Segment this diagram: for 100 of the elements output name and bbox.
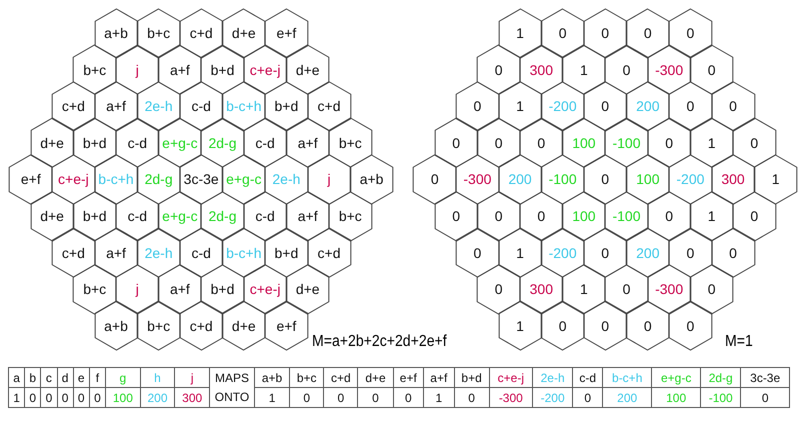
table-cell: 0	[454, 388, 490, 408]
cell-value: j	[327, 171, 331, 188]
hex-cell	[456, 82, 499, 131]
cell-value: d+e	[296, 62, 320, 78]
table-cell: 1	[424, 388, 454, 408]
hex-cell	[180, 154, 223, 204]
hex-cell	[562, 45, 606, 94]
hex-cell	[434, 192, 478, 240]
hex-cell	[350, 154, 394, 204]
table-cell: 0	[24, 388, 41, 408]
cell-value: 0	[686, 318, 694, 334]
hex-cell	[137, 82, 180, 131]
cell-value: 0	[537, 208, 546, 224]
hex-cell	[605, 264, 648, 314]
cell-value: -200	[548, 244, 577, 261]
hex-cell	[180, 228, 223, 278]
hex-cell	[498, 8, 542, 58]
cell-value: d+e	[40, 134, 64, 151]
hex-cell	[456, 154, 499, 204]
cell-value: c+d	[62, 98, 85, 114]
cell-value: e+f	[20, 171, 41, 188]
hex-cell	[264, 82, 308, 131]
cell-value: 0	[494, 208, 503, 224]
hex-cell	[520, 192, 563, 240]
hex-cell	[712, 154, 754, 204]
table-cell: a+b	[254, 368, 290, 388]
hex-cell	[201, 192, 244, 240]
hex-cell	[584, 8, 627, 58]
table-cell: h	[140, 368, 175, 388]
cell-value: e+f	[276, 318, 296, 334]
cell-value: c+d	[318, 98, 340, 114]
hex-cell	[648, 192, 691, 240]
hex-cell	[308, 228, 350, 278]
cell-value: a+b	[104, 25, 128, 41]
cell-value: c-d	[128, 208, 148, 224]
cell-value: 0	[474, 244, 482, 261]
hex-cell	[626, 154, 670, 204]
hex-cell	[73, 118, 116, 168]
hex-cell	[690, 45, 734, 94]
cell-value: c+d	[62, 244, 85, 261]
cell-value: 0	[601, 318, 610, 334]
hex-cell	[244, 192, 287, 240]
cell-value: 0	[644, 25, 652, 41]
hex-cell	[286, 45, 330, 94]
hex-cell	[94, 8, 138, 58]
hex-cell	[94, 228, 138, 278]
hex-cell	[116, 192, 159, 240]
cell-value: a+f	[170, 62, 190, 78]
table-cell: 1	[254, 388, 290, 408]
hex-cell	[648, 45, 691, 94]
hex-cell	[541, 301, 584, 350]
table-cell: 0	[740, 388, 790, 408]
hex-cell	[264, 228, 308, 278]
table-cell: 0	[324, 388, 358, 408]
cell-value: 0	[686, 98, 694, 114]
table-cell: 0	[393, 388, 424, 408]
hex-cell	[264, 154, 308, 204]
cell-value: 200	[636, 244, 660, 261]
cell-value: 0	[665, 134, 673, 151]
cell-value: 300	[530, 281, 553, 298]
cell-value: c-d	[128, 134, 148, 151]
hex-cell	[477, 45, 520, 94]
cell-value: 0	[622, 62, 630, 78]
hex-cell	[605, 192, 648, 240]
cell-value: b+d	[82, 208, 107, 224]
cell-value: c-d	[191, 244, 211, 261]
hex-cell	[94, 82, 138, 131]
table-cell: MAPS ONTO	[210, 368, 254, 408]
hex-cell	[520, 45, 563, 94]
cell-value: b+c	[338, 134, 362, 151]
cell-value: 200	[508, 171, 532, 188]
cell-value: 0	[494, 62, 503, 78]
table-cell: 200	[140, 388, 175, 408]
cell-value: 0	[729, 244, 737, 261]
cell-value: c-d	[255, 208, 275, 224]
hex-cell	[264, 301, 308, 350]
hex-cell	[222, 82, 266, 131]
cell-value: 0	[708, 62, 716, 78]
hex-cell	[137, 301, 180, 350]
cell-value: 1	[580, 281, 588, 298]
hex-cell	[541, 82, 584, 131]
table-cell: 0	[73, 388, 90, 408]
table-cell: b+d	[454, 368, 490, 388]
hex-cell	[201, 264, 244, 314]
hex-cell	[286, 264, 330, 314]
table-cell: 100	[652, 388, 701, 408]
cell-value: 0	[494, 281, 503, 298]
hex-cell	[732, 118, 776, 168]
cell-value: b+d	[274, 244, 298, 261]
cell-value: 100	[636, 171, 660, 188]
cell-value: 2e-h	[144, 244, 173, 261]
table-cell: j	[174, 368, 210, 388]
hex-cell	[201, 118, 244, 168]
hex-cell	[605, 118, 648, 168]
hex-cell	[668, 154, 712, 204]
cell-value: b-c+h	[98, 171, 134, 188]
table-cell: g	[106, 368, 140, 388]
cell-value: -200	[676, 171, 704, 188]
table-cell: c+d	[324, 368, 358, 388]
cell-value: c+d	[190, 25, 213, 41]
